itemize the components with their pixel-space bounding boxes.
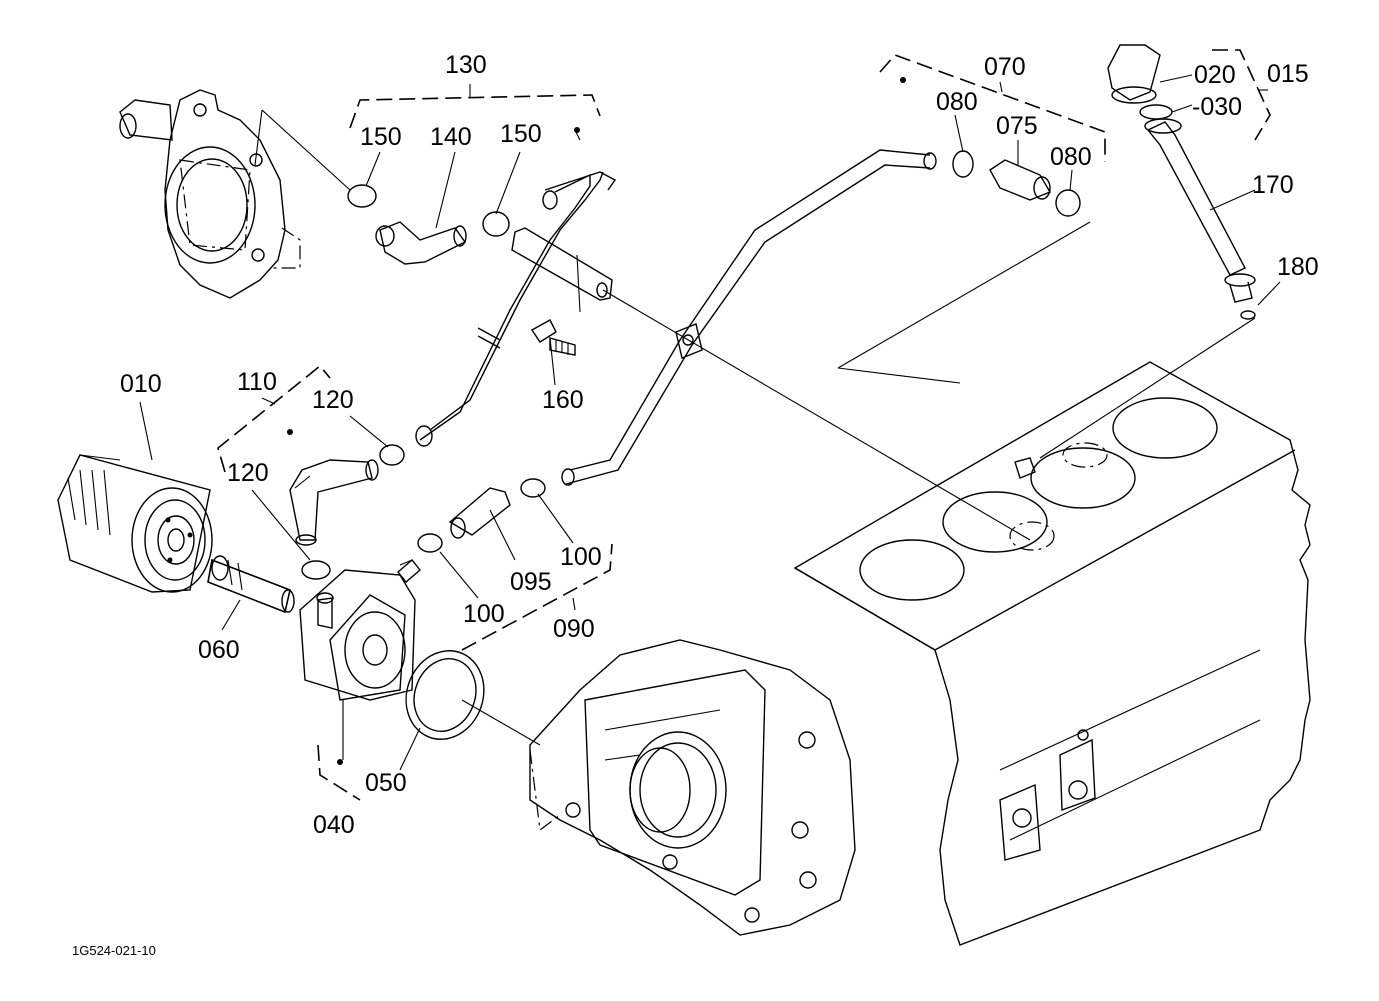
label-010: 010 (120, 370, 162, 398)
oil-pipe-130 (347, 171, 617, 447)
label-020: 020 (1194, 61, 1236, 89)
oil-filter (57, 454, 213, 593)
filler-cap-guide (1107, 44, 1256, 320)
breather-pipe-070 (561, 149, 1081, 486)
oil-cooler (299, 558, 421, 701)
pipe-060 (207, 555, 295, 614)
label-015: 015 (1267, 60, 1309, 88)
label-110: 110 (237, 368, 277, 396)
label-040: 040 (313, 811, 355, 839)
gear-case (529, 639, 856, 936)
label-150a: 150 (360, 123, 402, 151)
label-070: 070 (984, 53, 1026, 81)
label-140: 140 (430, 123, 472, 151)
label-075: 075 (996, 112, 1038, 140)
label-120b: 120 (227, 459, 269, 487)
label-090: 090 (553, 615, 595, 643)
label-170: 170 (1252, 171, 1294, 199)
group-brackets (217, 49, 1271, 801)
plug-on-block (1014, 457, 1036, 479)
document-code: 1G524-021-10 (72, 943, 156, 958)
label-150b: 150 (500, 120, 542, 148)
label-160: 160 (542, 386, 584, 414)
label-080a: 080 (936, 88, 978, 116)
part-labels: 010 015 020 -030 040 050 060 070 075 080… (120, 51, 1319, 839)
label-060: 060 (198, 636, 240, 664)
label-100b: 100 (560, 543, 602, 571)
hose-090 (417, 478, 546, 553)
water-pump-housing (119, 89, 301, 299)
label-180: 180 (1277, 253, 1319, 281)
leader-lines (139, 74, 1281, 771)
label-050: 050 (365, 769, 407, 797)
label-120a: 120 (312, 386, 354, 414)
engine-block (793, 361, 1311, 946)
label-080b: 080 (1050, 143, 1092, 171)
bolt-160 (530, 319, 576, 356)
hose-110 (289, 444, 405, 580)
label-095: 095 (510, 568, 552, 596)
o-ring-050 (405, 650, 485, 740)
label-100a: 100 (463, 600, 505, 628)
label-030: -030 (1192, 93, 1242, 121)
label-130: 130 (445, 51, 487, 79)
